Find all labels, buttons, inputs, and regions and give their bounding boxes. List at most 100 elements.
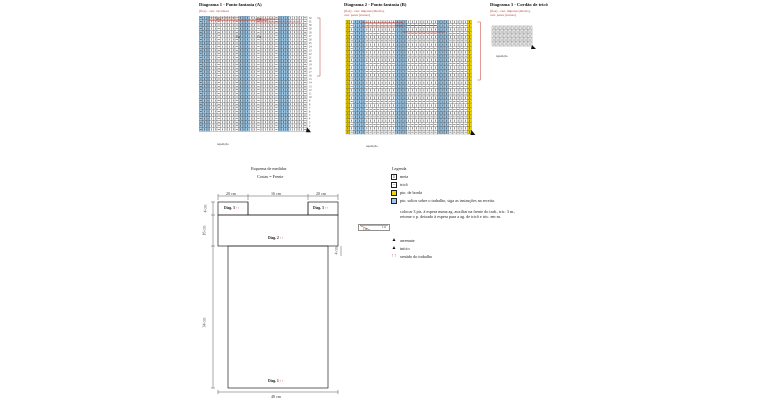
diagram-3: Diagrama 3 - Cordão de tricô (fios) - ca… — [490, 2, 570, 72]
legend-text: sentido do trabalho — [400, 254, 433, 259]
legend-symbol: − — [391, 182, 397, 188]
row-number: 13 — [309, 85, 312, 88]
cable-label: 332 — [235, 35, 240, 39]
legend-text: tricô — [400, 182, 408, 187]
diagram-1-title: Diagrama 1 - Ponto fantasia (A) — [199, 2, 262, 7]
row-number: 32 — [309, 17, 312, 20]
row-number: 25 — [309, 42, 312, 45]
row-number: 4 — [309, 118, 311, 121]
legend-text: início — [400, 246, 410, 251]
row-number: 28 — [309, 31, 312, 34]
row-number: 11 — [309, 92, 312, 95]
schematic-right-gap-measure: 4 cm — [333, 246, 339, 255]
diag1-label: Diag. 1 ↑↑ — [268, 379, 284, 383]
schematic-subtitle: Costas = Frente — [257, 174, 284, 179]
legend-symbol — [391, 198, 397, 204]
measurement-schematic: Esquema de medidas Costas = Frente — [195, 160, 355, 402]
schematic-left-main-measure: 34 cm — [201, 317, 207, 328]
legend-symbol: ▲ — [391, 238, 397, 244]
legend-text: pto. soltos sobre o trabalho, siga as in… — [400, 198, 495, 203]
diagram-3-subtitle-line2: carr. pares (avesso) — [490, 13, 517, 17]
start-arrow-icon — [531, 45, 536, 49]
row-number: 27 — [309, 35, 312, 38]
legend-text: meia — [400, 174, 409, 179]
row-number: 8 — [309, 103, 311, 106]
row-number: 7 — [309, 107, 311, 110]
diagram-3-subtitle-line1: (fios) - carr. impares (direito), — [490, 9, 531, 13]
diagram-2: Diagrama 2 - Ponto fantasia (B) (fios) -… — [340, 2, 485, 152]
legend-item: −tricô — [391, 182, 408, 188]
diagram-1: Diagrama 1 - Ponto fantasia (A) (fios) -… — [199, 2, 327, 152]
cable-label: 331 — [216, 17, 221, 21]
diagram-1-repeat-label: repetição — [217, 142, 229, 146]
legend-item: colocar 3 pts. à espera numa ag. auxilia… — [391, 209, 518, 219]
diagram-2-title: Diagrama 2 - Ponto fantasia (B) — [344, 2, 407, 7]
legend-title: Legenda — [392, 166, 407, 171]
start-arrow-icon — [306, 127, 311, 133]
row-number: 20 — [309, 60, 312, 63]
row-number: 18 — [309, 67, 312, 70]
row-number: 31 — [309, 20, 312, 23]
diagram-3-title: Diagrama 3 - Cordão de tricô — [490, 2, 548, 7]
legend-item: ↑↑sentido do trabalho — [391, 254, 432, 260]
legend-item: pto. soltos sobre o trabalho, siga as in… — [391, 198, 495, 204]
repeat-bracket — [317, 17, 321, 77]
cable-symbol-sample — [358, 224, 390, 231]
row-number: 12 — [309, 89, 312, 92]
diagram-2-subtitle-line2: carr. pares (avesso) — [344, 13, 371, 17]
legend-symbol: ↑↑ — [391, 254, 397, 260]
row-number: 19 — [309, 64, 312, 67]
row-number: 30 — [309, 24, 312, 27]
legend-item: pto. de borda — [391, 190, 422, 196]
row-number: 17 — [309, 71, 312, 74]
row-number: 21 — [309, 56, 312, 59]
diagram-1-subtitle: (fios) - carr. circulares — [199, 9, 230, 13]
cable-sample-right-label: 111 — [382, 225, 387, 229]
schematic-top-mid-measure: 16 cm — [271, 191, 281, 196]
row-number: 9 — [309, 100, 311, 103]
diag3-left-label: Diag. 3 ↑↑ — [224, 206, 240, 210]
cable-label: 333 — [257, 35, 262, 39]
row-number: 5 — [309, 114, 311, 117]
schematic-title: Esquema de medidas — [251, 166, 287, 171]
repeat-bracket — [477, 21, 481, 81]
schematic-drawing — [211, 194, 342, 394]
diagram-3-grid — [491, 25, 536, 49]
diagram-3-repeat-label: repetição — [496, 54, 508, 58]
legend-symbol — [391, 190, 397, 196]
legend-text: pto. de borda — [400, 190, 422, 195]
schematic-left-top-measure: 4 cm — [202, 204, 208, 213]
diagram-2-grid — [345, 20, 481, 135]
diag2-label: Diag. 2 ↑↑ — [268, 236, 284, 240]
legend-item: ▲início — [391, 246, 410, 252]
schematic-left-mid-measure: 16 cm — [201, 225, 207, 236]
legend-text: colocar 3 pts. à espera numa ag. auxilia… — [400, 209, 516, 219]
row-number: 6 — [309, 110, 311, 113]
legend-item: ▲arremate — [391, 238, 415, 244]
row-number: 23 — [309, 49, 312, 52]
row-number: 10 — [309, 96, 312, 99]
legend-symbol: I — [391, 174, 397, 180]
row-number: 29 — [309, 28, 312, 31]
row-number: 1 — [309, 128, 311, 131]
row-number: 16 — [309, 74, 312, 77]
row-number: 24 — [309, 46, 312, 49]
diagram-2-subtitle-line1: (fios) - carr. impares (direito), — [344, 9, 385, 13]
legend-symbol: ▲ — [391, 246, 397, 252]
cable-label: 332 — [257, 17, 262, 21]
legend-text: arremate — [400, 238, 415, 243]
row-number: 2 — [309, 125, 311, 128]
row-number: 3 — [309, 121, 311, 124]
diag3-right-label: Diag. 3 ↑↑ — [313, 206, 329, 210]
row-number: 15 — [309, 78, 312, 81]
start-arrow-icon — [470, 130, 476, 135]
row-number: 26 — [309, 38, 312, 41]
schematic-bottom-measure: 48 cm — [271, 394, 281, 399]
diagram-2-repeat-label: repetição — [366, 144, 378, 148]
row-number: 22 — [309, 53, 312, 56]
schematic-top-left-measure: 20 cm — [226, 191, 236, 196]
schematic-top-right-measure: 20 cm — [316, 191, 326, 196]
